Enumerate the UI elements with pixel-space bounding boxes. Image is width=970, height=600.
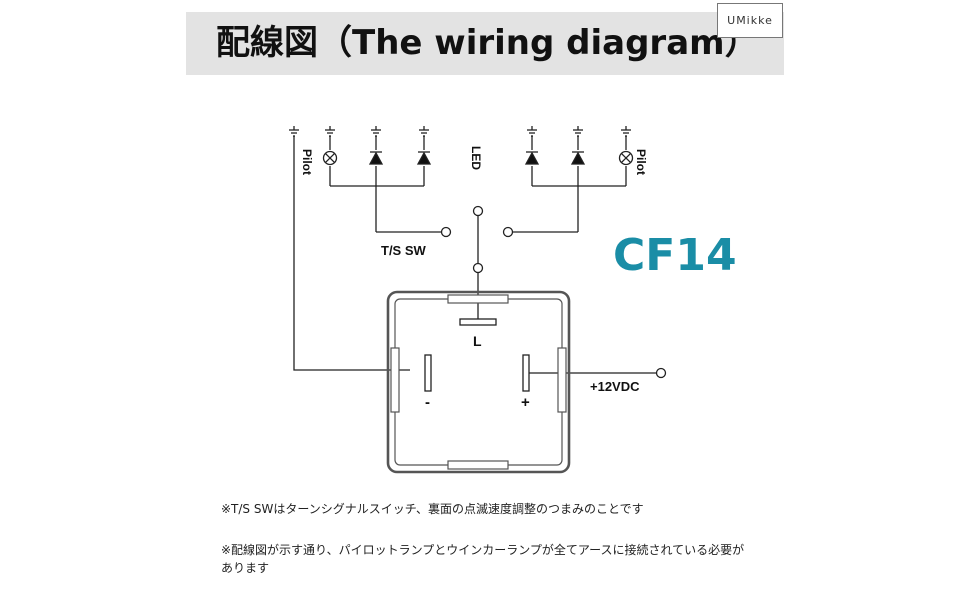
model-label: CF14: [613, 230, 737, 281]
pilot-bulb-right: [618, 150, 634, 166]
ground-symbol-6: [573, 126, 583, 137]
ground-symbol-5: [527, 126, 537, 137]
switch-pivot: [472, 262, 484, 274]
relay-body: [386, 290, 571, 474]
ground-symbol-1: [289, 126, 299, 137]
switch-label: T/S SW: [381, 243, 427, 258]
pilot-bulb-left: [322, 150, 338, 166]
switch-contact-left: [440, 226, 452, 238]
pilot-label-left: Pilot: [300, 149, 314, 175]
led-diode-4: [570, 151, 586, 165]
ground-symbol-2: [325, 126, 335, 137]
relay-terminal-l: [459, 318, 497, 326]
note-ground: ※配線図が示す通り、パイロットランプとウインカーランプが全てアースに接続されてい…: [221, 543, 745, 575]
wire-left-pilot: [293, 136, 410, 371]
ground-symbol-4: [419, 126, 429, 137]
led-diode-2: [416, 151, 432, 165]
note-switch: ※T/S SWはターンシグナルスイッチ、裏面の点滅速度調整のつまみのことです: [221, 502, 644, 516]
terminal-minus-label: -: [425, 394, 430, 411]
power-terminal: [655, 367, 667, 379]
led-diode-3: [524, 151, 540, 165]
ground-symbol-7: [621, 126, 631, 137]
page-title: 配線図（The wiring diagram）: [216, 23, 759, 63]
title-bar: 配線図（The wiring diagram）: [186, 12, 784, 75]
terminal-l-label: L: [473, 333, 482, 349]
switch-contact-top: [472, 205, 484, 217]
relay-terminal-minus: [424, 354, 432, 392]
relay-terminal-plus: [522, 354, 530, 392]
terminal-plus-label: +: [521, 394, 530, 411]
led-label: LED: [469, 146, 483, 170]
power-label: +12VDC: [590, 379, 640, 394]
switch-contact-right: [502, 226, 514, 238]
ground-symbol-3: [371, 126, 381, 137]
led-diode-1: [368, 151, 384, 165]
pilot-label-right: Pilot: [634, 149, 648, 175]
brand-logo: UMikke: [717, 3, 783, 38]
